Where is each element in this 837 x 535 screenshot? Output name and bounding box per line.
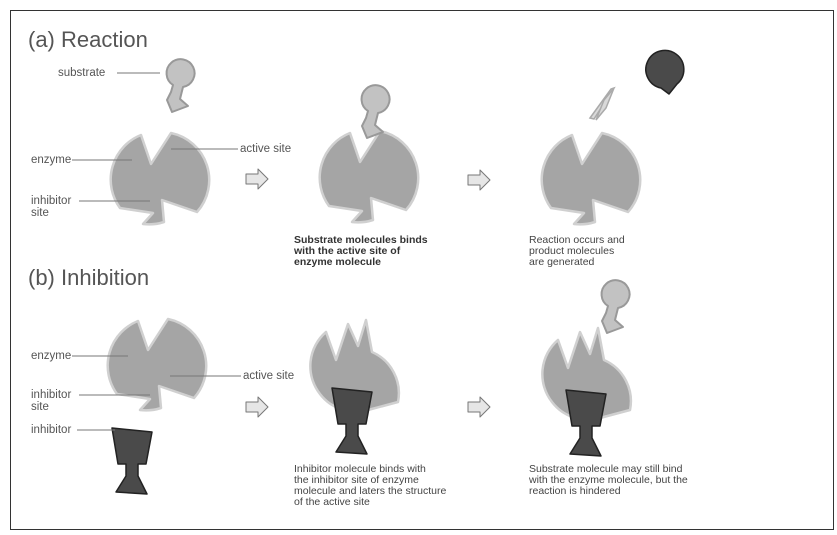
caption-b-1-line4: of the active site	[294, 496, 370, 508]
label-inhibitor: inhibitor	[31, 424, 71, 436]
label-substrate: substrate	[58, 67, 105, 79]
label-inhibitor-site-line2: site	[31, 207, 49, 219]
enzyme-shape	[542, 133, 641, 224]
arrow-right-icon	[468, 170, 490, 190]
product-molecule-shape	[596, 88, 614, 120]
panel-a-title: (a) Reaction	[28, 27, 148, 52]
caption-b-2-line3: reaction is hindered	[529, 485, 621, 497]
enzyme-shape	[320, 131, 419, 222]
enzyme-shape	[111, 133, 210, 224]
substrate-shape	[167, 59, 195, 112]
arrow-right-icon	[468, 397, 490, 417]
substrate-shape	[602, 280, 630, 333]
caption-a-2-line3: are generated	[529, 256, 595, 268]
inhibitor-shape	[332, 388, 372, 454]
label-active-site: active site	[240, 143, 291, 155]
label-inhibitor-site-line1: inhibitor	[31, 195, 71, 207]
arrow-right-icon	[246, 397, 268, 417]
label-active-site: active site	[243, 370, 294, 382]
label-inhibitor-site-line2: site	[31, 401, 49, 413]
label-enzyme: enzyme	[31, 350, 71, 362]
label-inhibitor-site-line1: inhibitor	[31, 389, 71, 401]
enzyme-shape	[108, 319, 207, 410]
label-enzyme: enzyme	[31, 154, 71, 166]
inhibitor-shape	[566, 390, 606, 456]
panel-b-title: (b) Inhibition	[28, 265, 149, 290]
inhibitor-shape	[112, 428, 152, 494]
product-molecule-dark	[646, 50, 684, 94]
substrate-shape	[362, 85, 390, 138]
arrow-right-icon	[246, 169, 268, 189]
caption-a-1-line3: enzyme molecule	[294, 256, 381, 268]
